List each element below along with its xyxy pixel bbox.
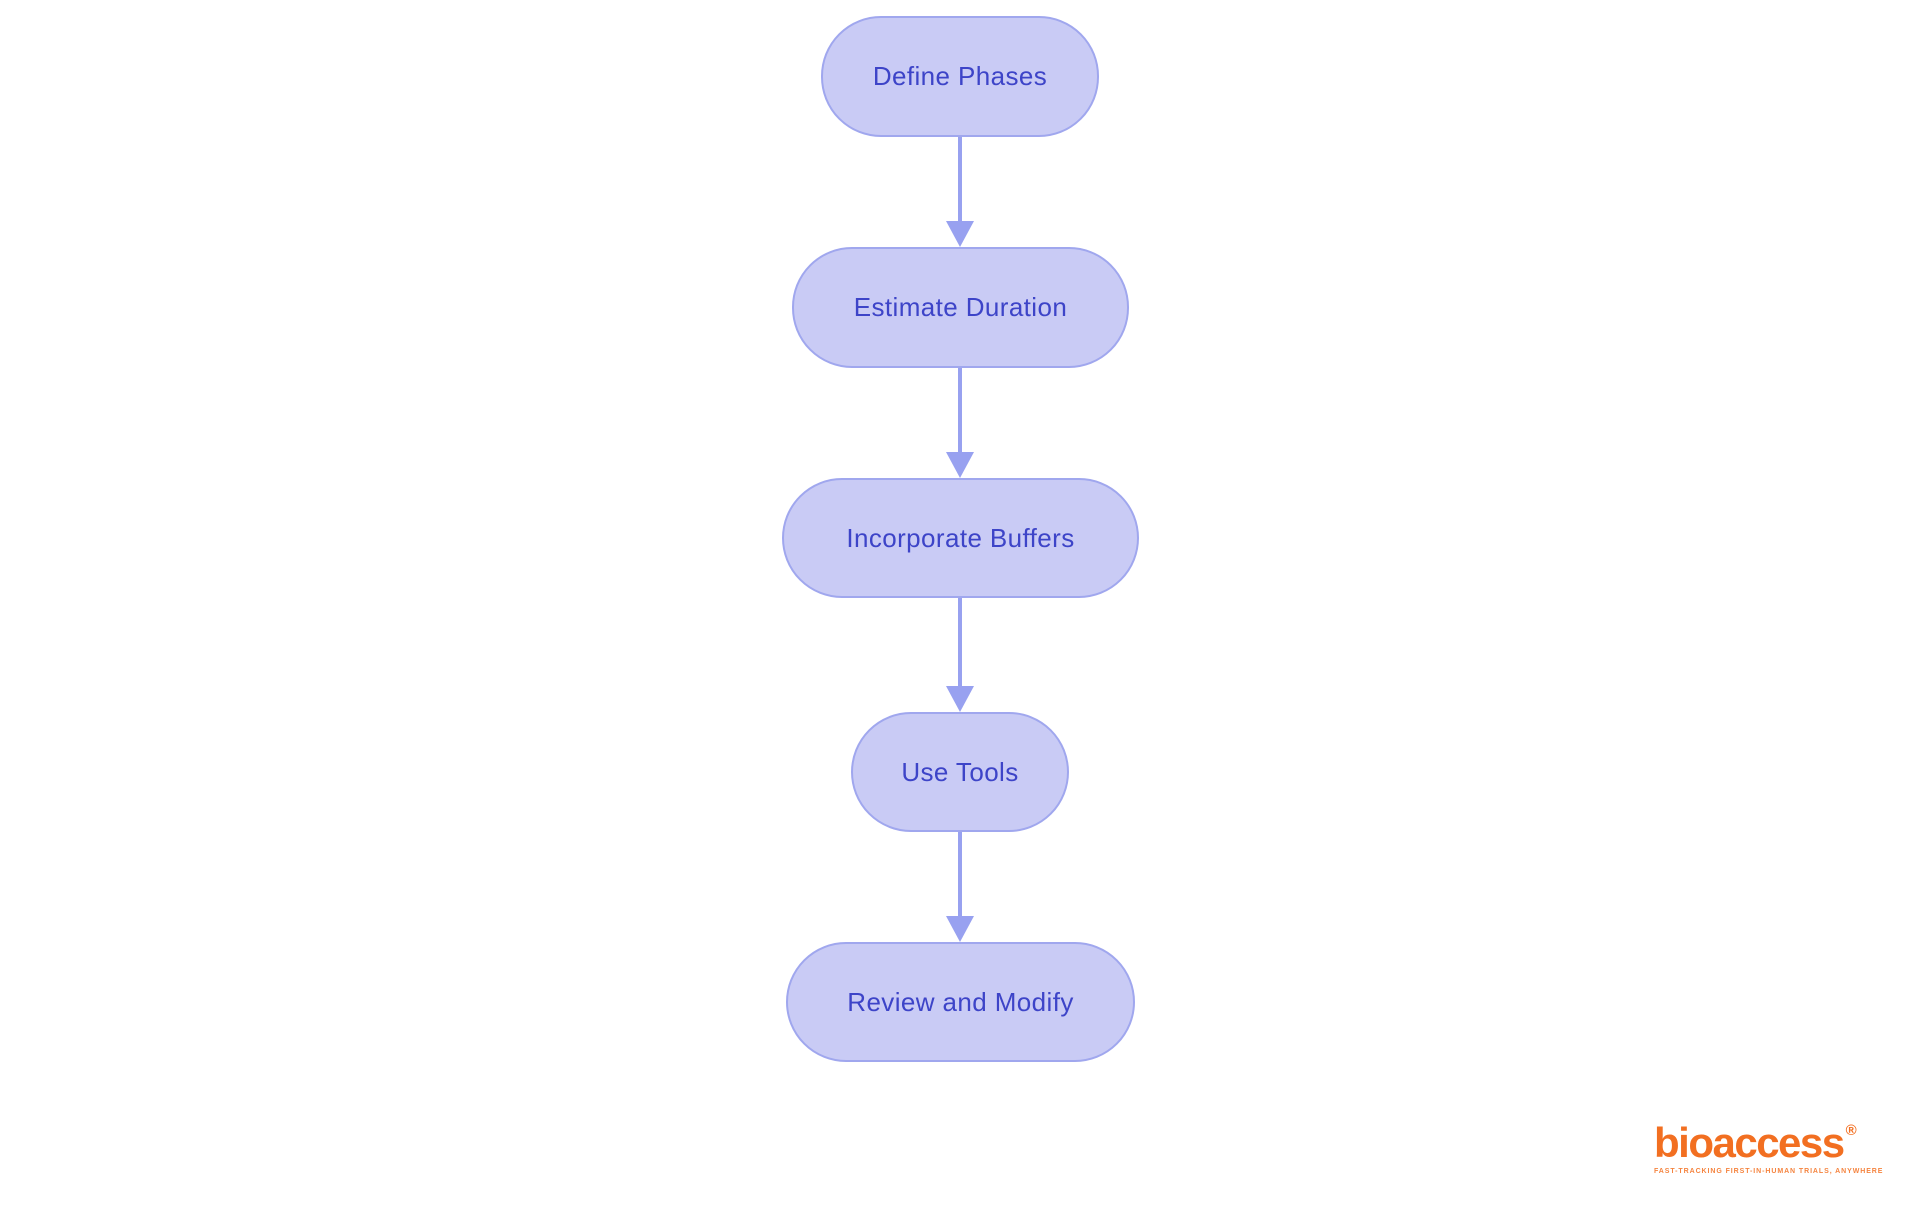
flow-arrow-1 bbox=[946, 137, 974, 247]
flow-arrow-4 bbox=[946, 832, 974, 942]
flowchart-node-use-tools: Use Tools bbox=[851, 712, 1069, 832]
registered-trademark-icon: ® bbox=[1845, 1122, 1857, 1139]
bioaccess-logo-tagline: FAST-TRACKING FIRST-IN-HUMAN TRIALS, ANY… bbox=[1654, 1168, 1884, 1175]
node-label-estimate-duration: Estimate Duration bbox=[853, 292, 1068, 322]
flowchart-node-define-phases: Define Phases bbox=[821, 16, 1099, 137]
bioaccess-logo: bioaccess® FAST-TRACKING FIRST-IN-HUMAN … bbox=[1654, 1122, 1884, 1176]
arrow-down-icon bbox=[946, 916, 974, 942]
arrow-line bbox=[958, 137, 962, 221]
arrow-down-icon bbox=[946, 686, 974, 712]
flowchart-node-review-and-modify: Review and Modify bbox=[786, 942, 1135, 1062]
bioaccess-logo-wordmark: bioaccess® bbox=[1654, 1122, 1874, 1164]
arrow-line bbox=[958, 368, 962, 452]
node-label-use-tools: Use Tools bbox=[901, 756, 1019, 787]
arrow-line bbox=[958, 832, 962, 916]
arrow-down-icon bbox=[946, 452, 974, 478]
arrow-line bbox=[958, 598, 962, 686]
node-label-incorporate-buffers: Incorporate Buffers bbox=[846, 522, 1075, 553]
node-label-review-and-modify: Review and Modify bbox=[847, 986, 1074, 1017]
flow-arrow-3 bbox=[946, 598, 974, 712]
flow-arrow-2 bbox=[946, 368, 974, 478]
arrow-down-icon bbox=[946, 221, 974, 247]
logo-brand-text: bioaccess bbox=[1654, 1119, 1845, 1166]
node-label-define-phases: Define Phases bbox=[872, 61, 1048, 91]
flowchart-node-estimate-duration: Estimate Duration bbox=[792, 247, 1129, 368]
flowchart-node-incorporate-buffers: Incorporate Buffers bbox=[782, 478, 1139, 598]
